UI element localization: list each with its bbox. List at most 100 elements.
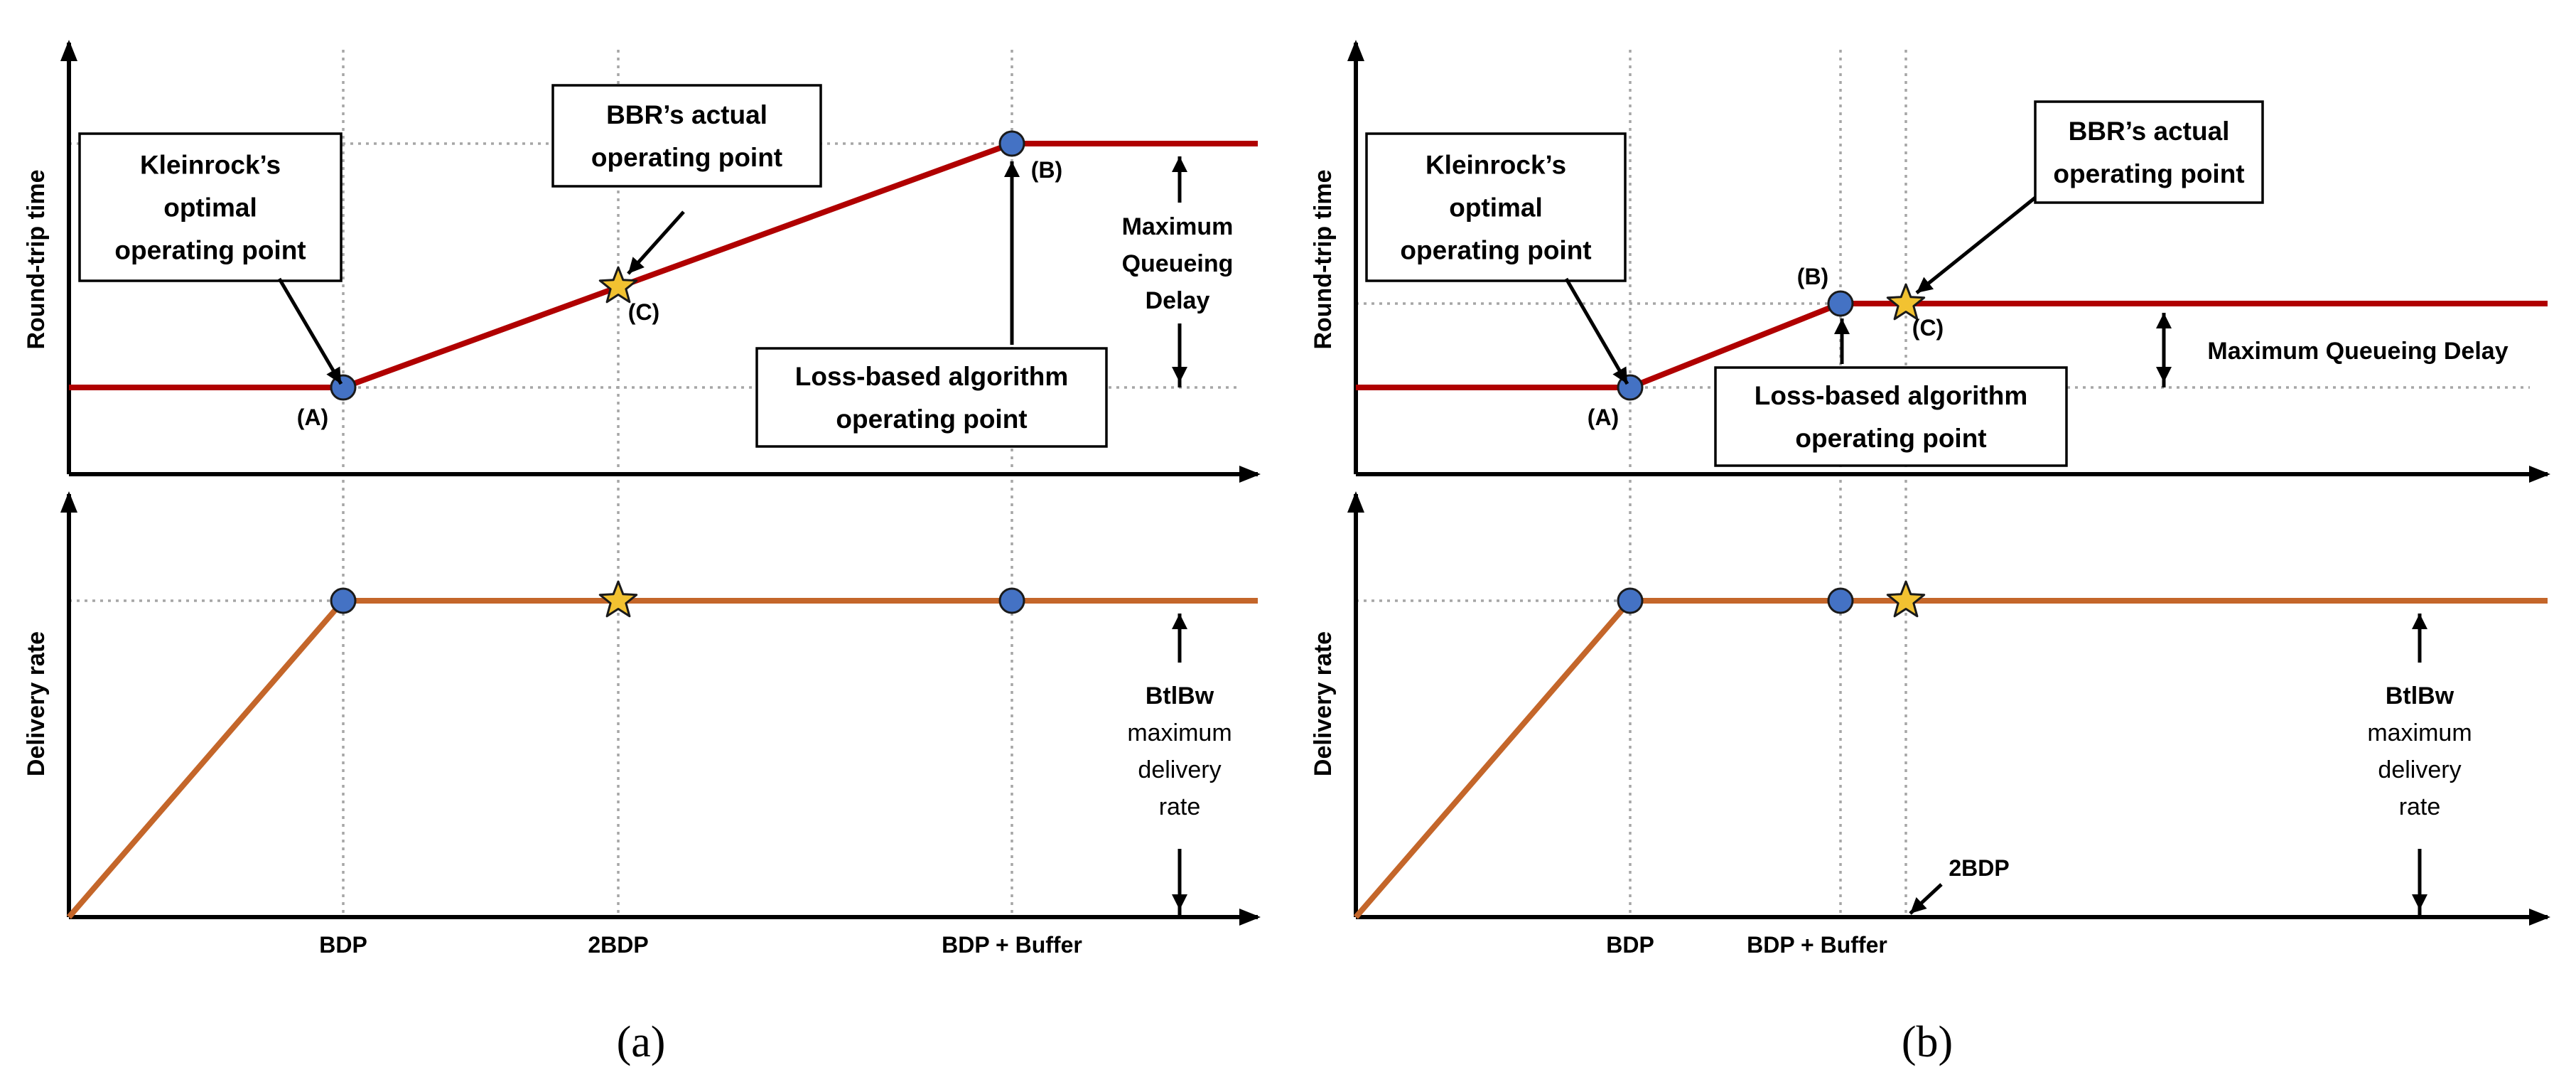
btlbw-label-line: rate xyxy=(1159,793,1201,820)
kleinrock-callout-line: Kleinrock’s xyxy=(1426,150,1566,179)
rtt-axis-label: Round-trip time xyxy=(23,169,50,349)
btlbw-label-line: rate xyxy=(2399,793,2441,820)
queue-label-backdrop xyxy=(1101,203,1258,323)
bbr-arrow xyxy=(1915,196,2037,294)
bbr-arrow-head xyxy=(628,257,645,274)
bbr-callout-line: operating point xyxy=(2053,159,2244,188)
bbr-callout-line: BBR’s actual xyxy=(2069,117,2230,146)
bbr-arrow xyxy=(627,210,685,275)
btlbw-label-backdrop xyxy=(2334,663,2505,849)
bbr-arrow-head xyxy=(1917,277,1934,293)
point-c-star xyxy=(598,266,638,304)
queue-delay-arrow-down-head xyxy=(2156,367,2172,382)
panel-caption: (b) xyxy=(1902,1018,1953,1066)
loss-arrow xyxy=(1834,318,1850,364)
point-c-label: (C) xyxy=(1912,315,1944,341)
panel-caption: (a) xyxy=(617,1018,666,1066)
delivery-axis-label: Delivery rate xyxy=(23,631,50,776)
btlbw-arrow-down-head xyxy=(2412,894,2427,910)
delivery-x-axis-head xyxy=(1239,909,1261,926)
point-a-label: (A) xyxy=(297,405,328,430)
delivery-point-b-circle xyxy=(998,587,1025,614)
rtt-x-axis xyxy=(1356,466,2550,483)
kleinrock-callout-line: Kleinrock’s xyxy=(140,150,281,179)
queue-label-line: Maximum xyxy=(1122,213,1234,240)
rtt-axis-label: Round-trip time xyxy=(1310,169,1337,349)
loss-callout-border xyxy=(1714,366,2068,467)
kleinrock-callout-border xyxy=(1365,132,1627,282)
queue-label-backdrop xyxy=(2174,333,2540,368)
point-b-circle xyxy=(998,130,1025,157)
delivery-point-a-circle xyxy=(1617,587,1644,614)
bbr-callout-border xyxy=(551,84,822,188)
bbr-callout: BBR’s actual operating point xyxy=(551,84,822,188)
kleinrock-callout: Kleinrock’s optimal operating point xyxy=(78,132,343,282)
loss-callout-line: Loss-based algorithm xyxy=(795,362,1068,391)
bbr-callout-border xyxy=(2034,100,2264,204)
delivery-y-axis xyxy=(60,491,77,917)
delivery-curve xyxy=(66,598,1258,919)
rtt-curve xyxy=(1356,301,2548,390)
delivery-x-axis xyxy=(69,909,1261,926)
loss-callout: Loss-based algorithm operating point xyxy=(755,347,1108,448)
bbr-arrow-shaft xyxy=(1915,196,2037,294)
point-a-label: (A) xyxy=(1588,405,1619,430)
queue-delay-arrow-down xyxy=(2156,313,2172,382)
delivery-x-axis xyxy=(1356,909,2550,926)
delivery-x-axis-head xyxy=(2529,909,2550,926)
x-tick-2bdp: 2BDP xyxy=(588,932,648,958)
delivery-y-axis-head xyxy=(60,491,77,513)
rtt-y-axis-head xyxy=(60,40,77,61)
loss-callout-line: operating point xyxy=(1795,424,1986,453)
rtt-y-axis xyxy=(60,40,77,474)
kleinrock-arrow-head xyxy=(326,366,341,384)
delivery-y-axis-head xyxy=(1347,491,1364,513)
x-tick-2bdp-arrow xyxy=(1909,883,1943,915)
delivery-point-c-star xyxy=(598,580,638,618)
queue-label-line: Delay xyxy=(1146,287,1210,314)
btlbw-label-line: maximum xyxy=(2367,719,2472,746)
rtt-curve xyxy=(69,141,1258,390)
kleinrock-arrow-head xyxy=(1612,366,1627,384)
kleinrock-callout-line: optimal xyxy=(163,193,257,222)
kleinrock-callout-line: operating point xyxy=(114,235,306,264)
point-b-label: (B) xyxy=(1797,264,1828,289)
btlbw-label-line: maximum xyxy=(1127,719,1232,746)
btlbw-arrow-down-head xyxy=(1172,894,1187,910)
delivery-axis-label: Delivery rate xyxy=(1310,631,1337,776)
rtt-x-axis xyxy=(69,466,1261,483)
x-tick-bdp: BDP xyxy=(1606,932,1654,958)
x-tick-2bdp-arrow-head xyxy=(1910,896,1927,914)
delivery-point-b-circle xyxy=(1827,587,1854,614)
loss-arrow-head xyxy=(1834,318,1850,334)
rtt-y-axis-head xyxy=(1347,40,1364,61)
btlbw-label-line: delivery xyxy=(1138,756,1221,783)
point-b-label: (B) xyxy=(1031,157,1062,183)
queue-label-line: Queueing xyxy=(1122,250,1234,277)
kleinrock-arrow xyxy=(277,277,343,385)
btlbw-label-backdrop xyxy=(1094,663,1265,849)
delivery-point-a-circle xyxy=(330,587,357,614)
kleinrock-arrow-shaft xyxy=(277,277,343,385)
rtt-x-axis-head xyxy=(1239,466,1261,483)
x-tick-bdp-buffer: BDP + Buffer xyxy=(1747,932,1887,958)
bbr-callout-line: BBR’s actual xyxy=(606,100,767,129)
point-a-circle xyxy=(330,374,357,401)
btlbw-label-line: delivery xyxy=(2378,756,2461,783)
loss-arrow xyxy=(1004,161,1020,345)
x-tick-bdp: BDP xyxy=(319,932,367,958)
btlbw-label-line: BtlBw xyxy=(1146,682,1214,710)
delivery-y-axis xyxy=(1347,491,1364,917)
loss-callout-line: operating point xyxy=(836,405,1027,434)
bbr-callout-line: operating point xyxy=(591,143,782,172)
kleinrock-callout-line: optimal xyxy=(1449,193,1543,222)
delivery-point-c-star xyxy=(1886,580,1926,618)
point-b-circle xyxy=(1827,290,1854,317)
point-c-star xyxy=(1886,283,1926,321)
queue-label-line: Maximum Queueing Delay xyxy=(2207,338,2508,365)
btlbw-label-line: BtlBw xyxy=(2386,682,2454,710)
